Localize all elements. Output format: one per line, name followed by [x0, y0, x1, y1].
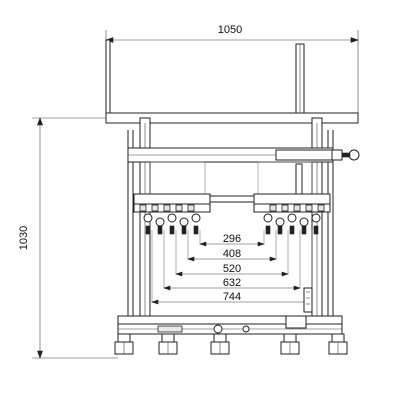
span-label: 408	[223, 248, 241, 260]
span-dimensions: 296 408 520 632 744	[151, 233, 313, 305]
base-frame	[117, 315, 343, 335]
caster-wheel	[210, 333, 230, 355]
span-dimension-632: 632	[163, 277, 301, 291]
span-dimension-520: 520	[175, 263, 289, 277]
clamp-connector	[209, 195, 255, 203]
clamp-assembly-left	[133, 193, 211, 235]
span-label: 632	[223, 277, 241, 289]
crossbeam	[127, 147, 360, 163]
span-dimension-744: 744	[151, 291, 313, 305]
clamp-assembly-right	[253, 193, 331, 235]
width-dimension-label: 1050	[218, 24, 242, 36]
span-label: 744	[223, 291, 241, 303]
main-frame	[127, 117, 334, 330]
height-dimension: 1030	[18, 117, 140, 359]
caster-wheel	[114, 333, 134, 355]
caster-wheel	[328, 333, 348, 355]
span-label: 296	[223, 233, 241, 245]
span-dimension-296: 296	[199, 233, 265, 247]
span-dimension-408: 408	[187, 248, 277, 262]
span-label: 520	[223, 263, 241, 275]
height-dimension-label: 1030	[18, 226, 30, 250]
extension-lines	[151, 230, 313, 302]
caster-wheel	[158, 333, 178, 355]
side-actuator	[303, 287, 313, 313]
carriage	[149, 161, 313, 195]
handle-frame	[105, 39, 359, 124]
width-dimension: 1050	[105, 24, 359, 115]
caster-wheel	[280, 333, 300, 355]
